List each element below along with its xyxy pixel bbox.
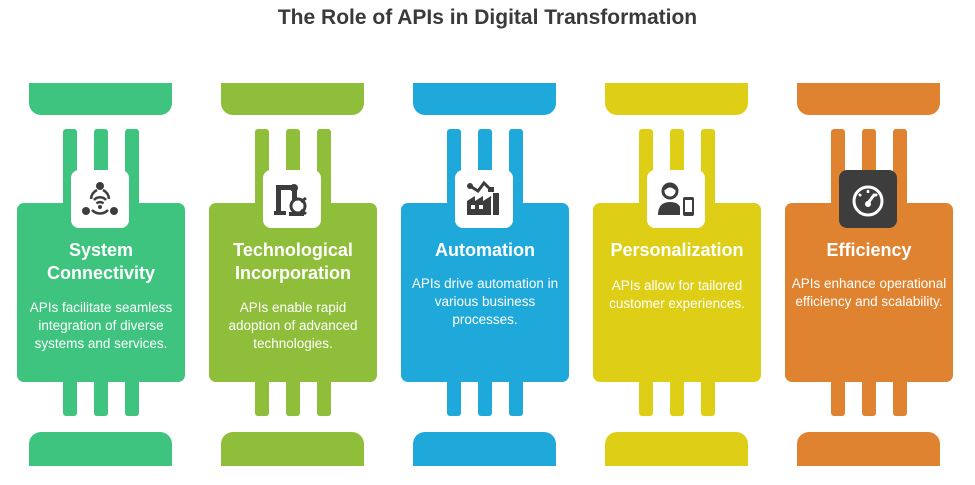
- pillar-rod: [670, 380, 684, 416]
- pillar-automation: Automation APIs drive automation in vari…: [401, 0, 569, 485]
- pillar-card: Personalization APIs allow for tailored …: [593, 203, 761, 382]
- pillar-heading: Personalization: [610, 240, 744, 260]
- pillar-efficiency: Efficiency APIs enhance operational effi…: [785, 0, 953, 485]
- pillar-heading: Automation: [435, 240, 535, 260]
- pillar-heading: Efficiency: [826, 240, 912, 260]
- pillar-bottom-cap: [413, 432, 556, 466]
- pillar-rod: [94, 380, 108, 416]
- pillar-bottom-cap: [797, 432, 940, 466]
- pillar-personalization: Personalization APIs allow for tailored …: [593, 0, 761, 485]
- pillar-rod: [639, 380, 653, 416]
- pillar-rod: [447, 380, 461, 416]
- pillar-top-cap: [605, 83, 748, 115]
- factory-icon: [455, 170, 513, 228]
- user-device-icon: [647, 170, 705, 228]
- pillar-top-cap: [221, 83, 364, 115]
- pillar-description: APIs allow for tailored customer experie…: [609, 278, 745, 311]
- pillar-bottom-cap: [221, 432, 364, 466]
- diagram-title: The Role of APIs in Digital Transformati…: [277, 6, 698, 29]
- pillar-rod: [862, 380, 876, 416]
- pillar-card: Efficiency APIs enhance operational effi…: [785, 203, 953, 382]
- pillar-rod: [701, 380, 715, 416]
- pillar-description: APIs drive automation in various busines…: [411, 276, 559, 327]
- pillar-rod: [255, 380, 269, 416]
- pillar-rod: [125, 380, 139, 416]
- pillar-description: APIs enable rapid adoption of advanced t…: [228, 300, 358, 351]
- robot-arm-icon: [263, 170, 321, 228]
- pillar-rod: [831, 380, 845, 416]
- pillar-top-cap: [29, 83, 172, 115]
- pillar-description: APIs enhance operational efficiency and …: [791, 276, 947, 309]
- pillar-rod: [478, 380, 492, 416]
- pillar-rod: [286, 380, 300, 416]
- pillar-rod: [509, 380, 523, 416]
- gauge-icon: [839, 170, 897, 228]
- pillar-rod: [317, 380, 331, 416]
- pillar-top-cap: [797, 83, 940, 115]
- network-icon: [71, 170, 129, 228]
- pillar-rod: [893, 380, 907, 416]
- pillar-bottom-cap: [29, 432, 172, 466]
- pillar-description: APIs facilitate seamless integration of …: [29, 300, 173, 351]
- pillar-rod: [63, 380, 77, 416]
- pillar-card: Automation APIs drive automation in vari…: [401, 203, 569, 382]
- pillar-top-cap: [413, 83, 556, 115]
- pillar-bottom-cap: [605, 432, 748, 466]
